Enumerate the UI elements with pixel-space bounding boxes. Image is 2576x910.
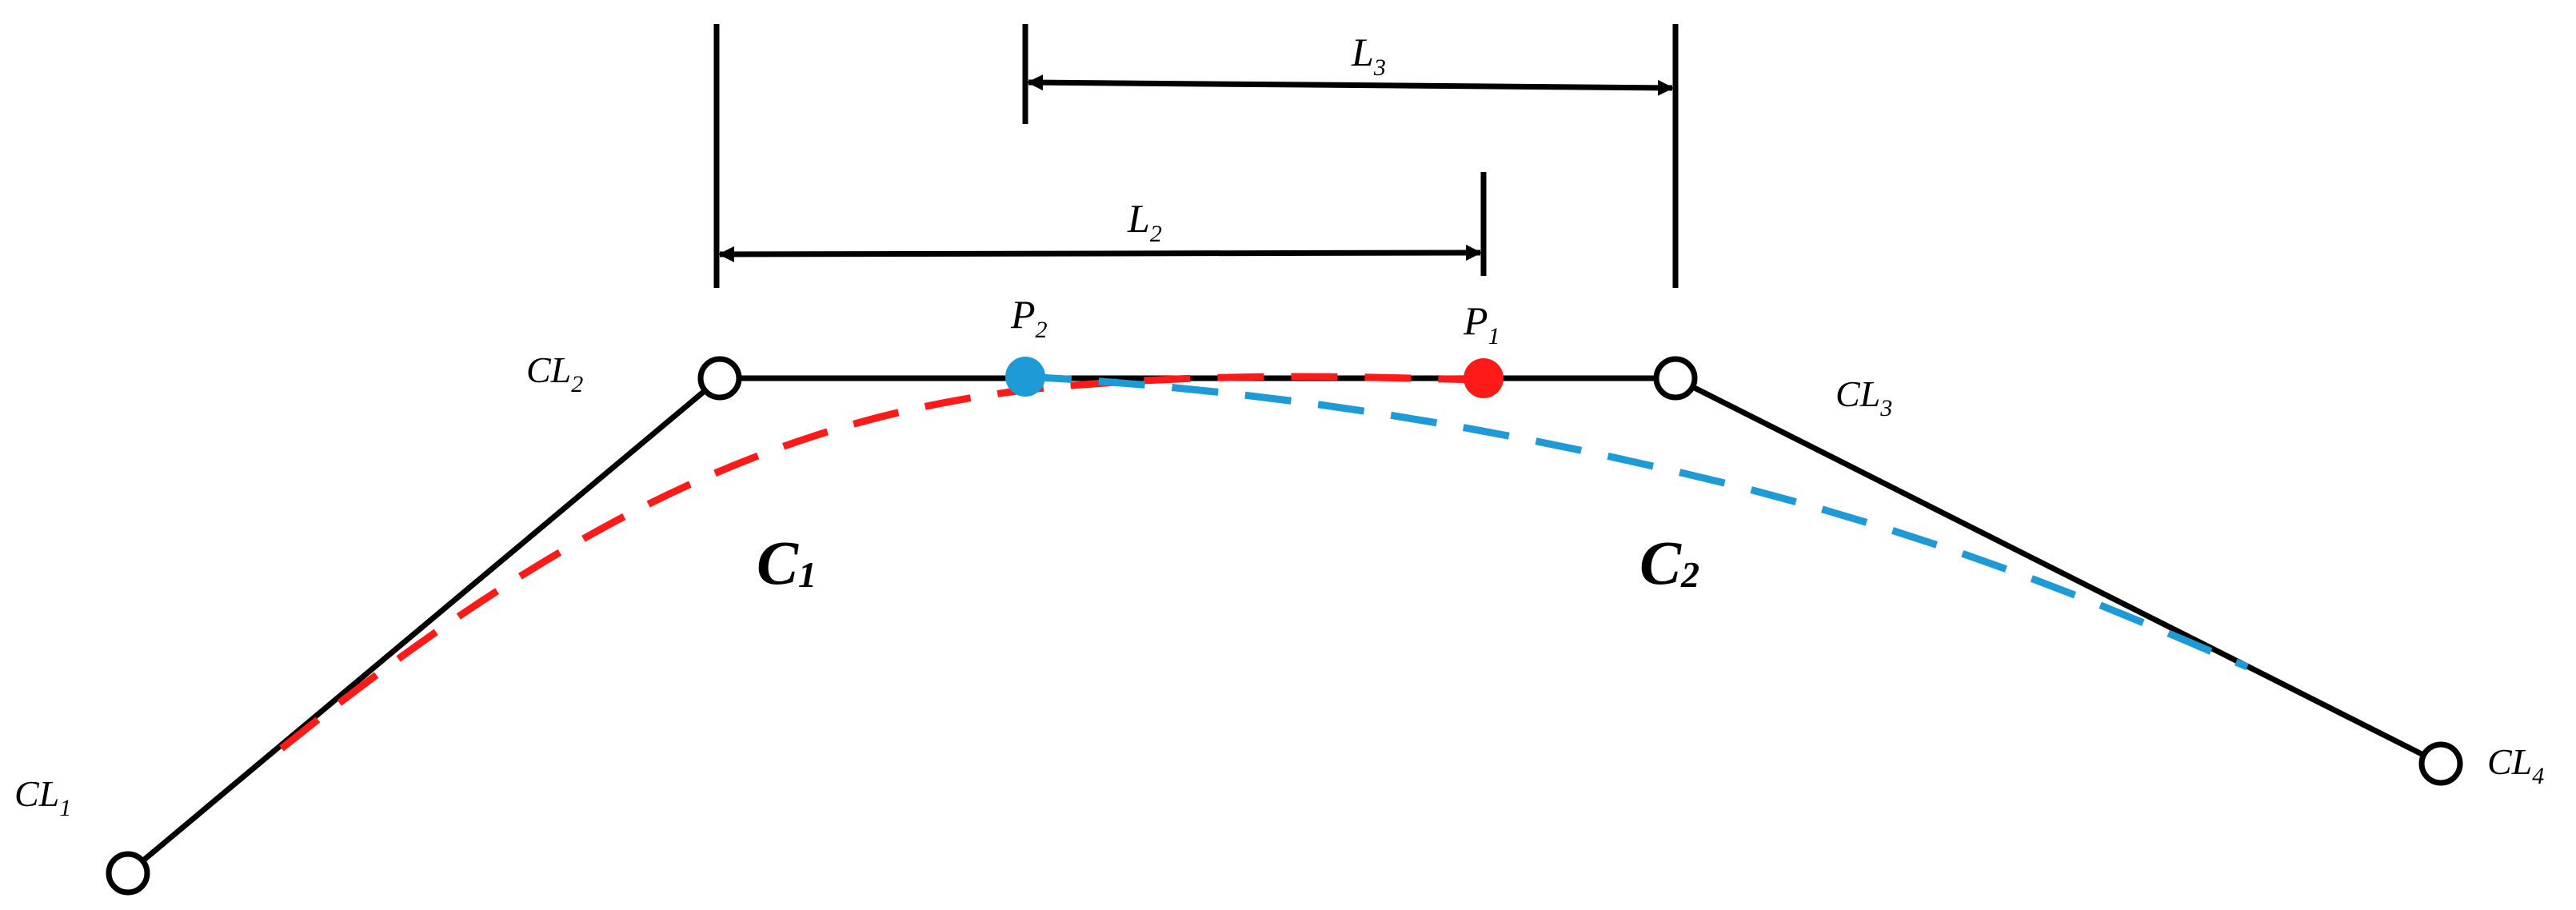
control-polyline xyxy=(126,375,2442,876)
label-p2: P2 xyxy=(1010,292,1048,343)
label-c1: C1 xyxy=(757,528,817,597)
node-cl3 xyxy=(1653,356,1698,401)
point-p2 xyxy=(1005,357,1045,397)
dimension-arrow-l2 xyxy=(718,245,1482,262)
label-l2: L2 xyxy=(1127,196,1162,247)
dimension-arrow-l3 xyxy=(1027,74,1674,96)
label-cl2: CL2 xyxy=(526,349,583,397)
node-cl1 xyxy=(106,851,150,896)
curve-c1 xyxy=(279,373,1484,752)
node-cl4 xyxy=(2418,741,2463,786)
label-p1: P1 xyxy=(1463,298,1500,349)
node-cl2 xyxy=(697,356,742,401)
label-l3: L3 xyxy=(1351,30,1386,81)
label-cl1: CL1 xyxy=(14,773,71,821)
label-cl3: CL3 xyxy=(1835,373,1892,421)
point-p1 xyxy=(1464,358,1504,398)
label-cl4: CL4 xyxy=(2487,741,2544,789)
curve-c2 xyxy=(1024,373,2249,671)
label-c2: C2 xyxy=(1639,528,1699,597)
